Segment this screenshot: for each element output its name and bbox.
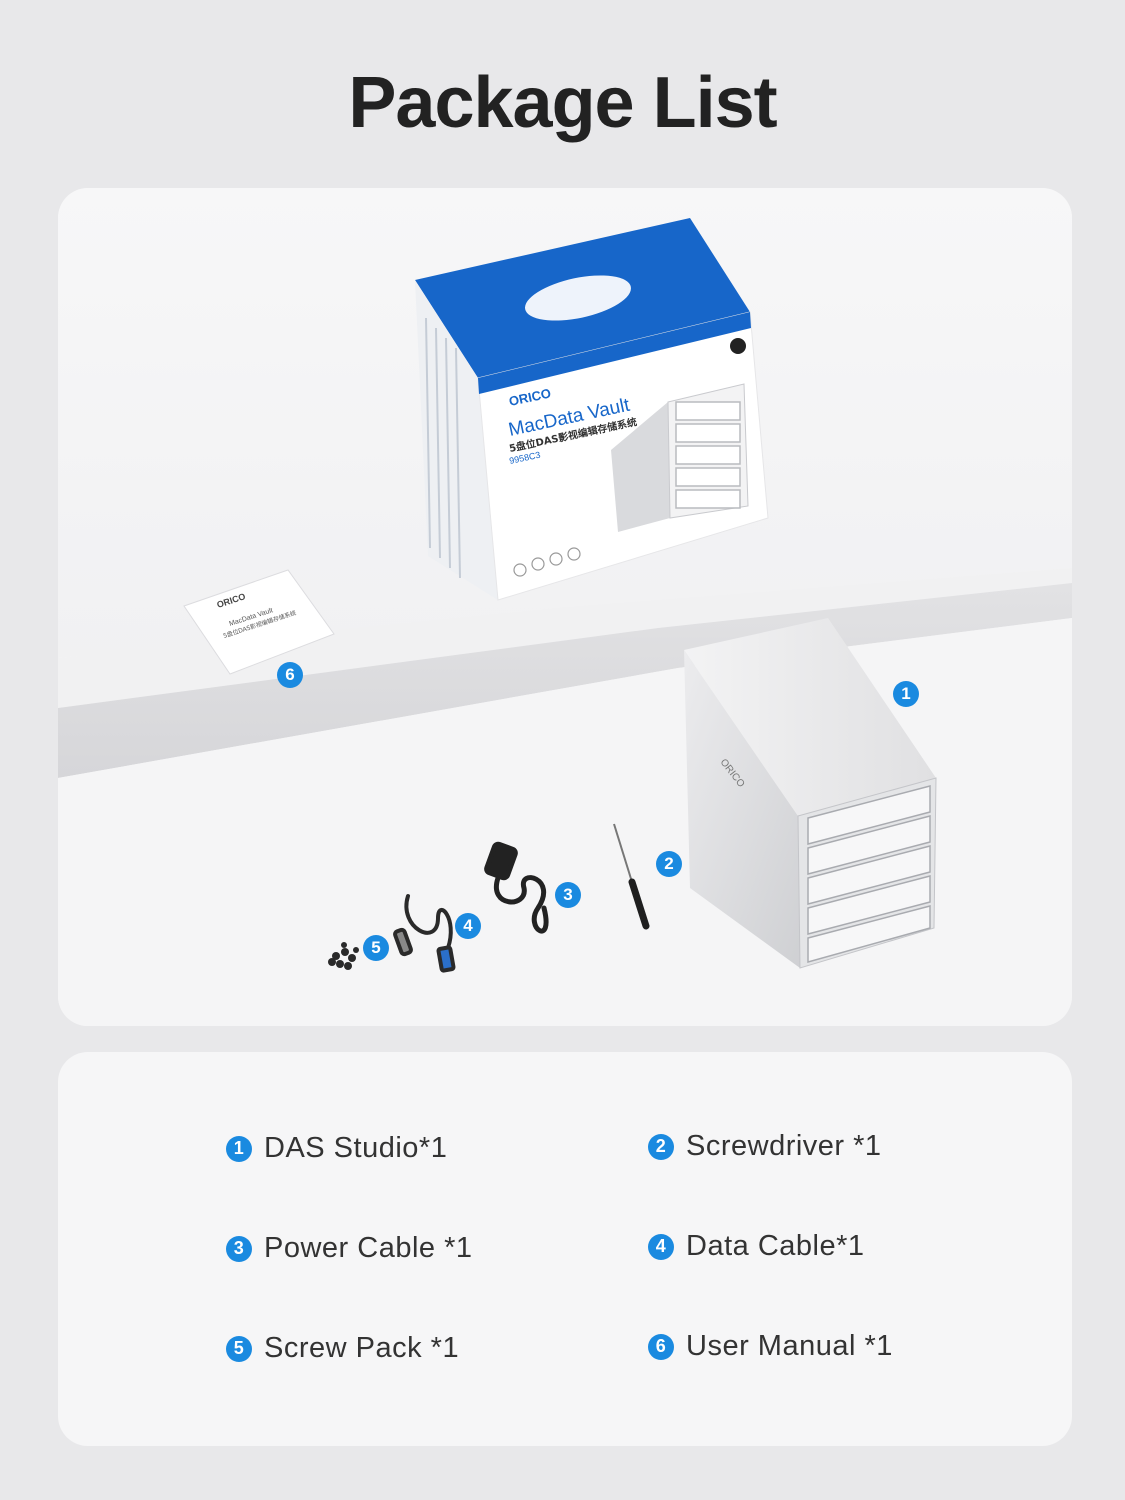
list-item: 5 Screw Pack *1 xyxy=(226,1332,459,1365)
item-label: User Manual *1 xyxy=(686,1330,893,1362)
item-number: 1 xyxy=(226,1135,252,1162)
item-number: 4 xyxy=(648,1233,674,1260)
photo-badge-5: 5 xyxy=(363,935,389,961)
data-cable xyxy=(393,894,456,973)
user-manual: ORICO MacData Vault 5盘位DAS影视编辑存储系统 xyxy=(183,569,335,675)
list-item: 2 Screwdriver *1 xyxy=(648,1130,882,1163)
photo-badge-3: 3 xyxy=(555,882,581,908)
shipping-box: ORICO MacData Vault 5盘位DAS影视编辑存储系统 9958C… xyxy=(415,218,769,601)
screw-pack xyxy=(328,942,359,970)
item-label: Screw Pack *1 xyxy=(264,1332,460,1364)
item-number: 5 xyxy=(226,1335,252,1362)
power-cable xyxy=(484,841,549,934)
product-photo: ORICO MacData Vault 5盘位DAS影视编辑存储系统 9958C… xyxy=(58,188,1072,1026)
item-number: 6 xyxy=(648,1333,674,1360)
list-item: 3 Power Cable *1 xyxy=(226,1232,473,1265)
page-title: Package List xyxy=(348,63,777,143)
item-label: Screwdriver *1 xyxy=(686,1130,882,1162)
item-label: Data Cable*1 xyxy=(686,1230,865,1262)
list-item: 6 User Manual *1 xyxy=(648,1330,893,1363)
item-number: 2 xyxy=(648,1133,674,1160)
screwdriver xyxy=(613,823,650,930)
photo-badge-6: 6 xyxy=(277,662,303,688)
das-enclosure: ORICO xyxy=(684,618,937,969)
photo-badge-1: 1 xyxy=(893,681,919,707)
package-list: 1 DAS Studio*1 2 Screwdriver *1 3 Power … xyxy=(58,1052,1072,1446)
list-item: 4 Data Cable*1 xyxy=(648,1230,865,1263)
photo-badge-4: 4 xyxy=(455,913,481,939)
item-label: Power Cable *1 xyxy=(264,1232,473,1264)
photo-badge-2: 2 xyxy=(656,851,682,877)
list-item: 1 DAS Studio*1 xyxy=(226,1132,447,1165)
product-scene: ORICO MacData Vault 5盘位DAS影视编辑存储系统 9958C… xyxy=(58,188,1072,1026)
item-number: 3 xyxy=(226,1235,252,1262)
item-label: DAS Studio*1 xyxy=(264,1132,448,1164)
